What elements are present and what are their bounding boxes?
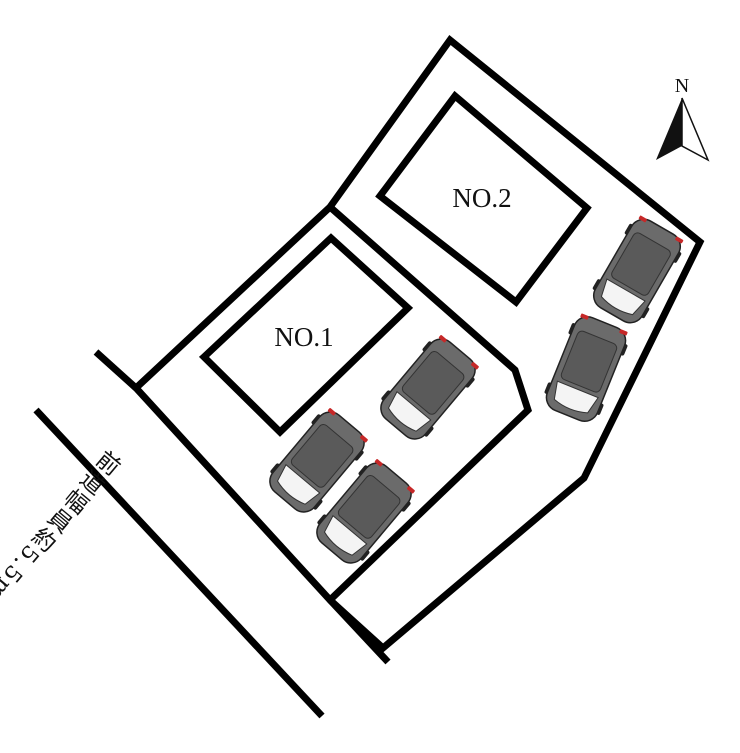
road-boundary-line xyxy=(93,349,139,391)
building-footprint-no1 xyxy=(198,233,414,437)
car-icon xyxy=(544,313,628,422)
car-icon xyxy=(269,408,368,513)
car-icon xyxy=(380,335,479,440)
compass-label: N xyxy=(675,75,689,97)
car-icon xyxy=(592,215,684,324)
building-footprint-no2 xyxy=(375,90,592,307)
car-icon xyxy=(316,459,415,564)
road-edge xyxy=(33,407,325,719)
parking-cars xyxy=(269,215,684,564)
north-arrow-icon xyxy=(656,97,710,162)
plot-label-no2: NO.2 xyxy=(452,183,511,213)
road-width-label: 前道幅員約5.5m xyxy=(0,444,125,608)
road-boundary-line-lower xyxy=(327,597,391,665)
plot-label-no1: NO.1 xyxy=(274,322,333,352)
lot-division-line xyxy=(327,204,533,603)
